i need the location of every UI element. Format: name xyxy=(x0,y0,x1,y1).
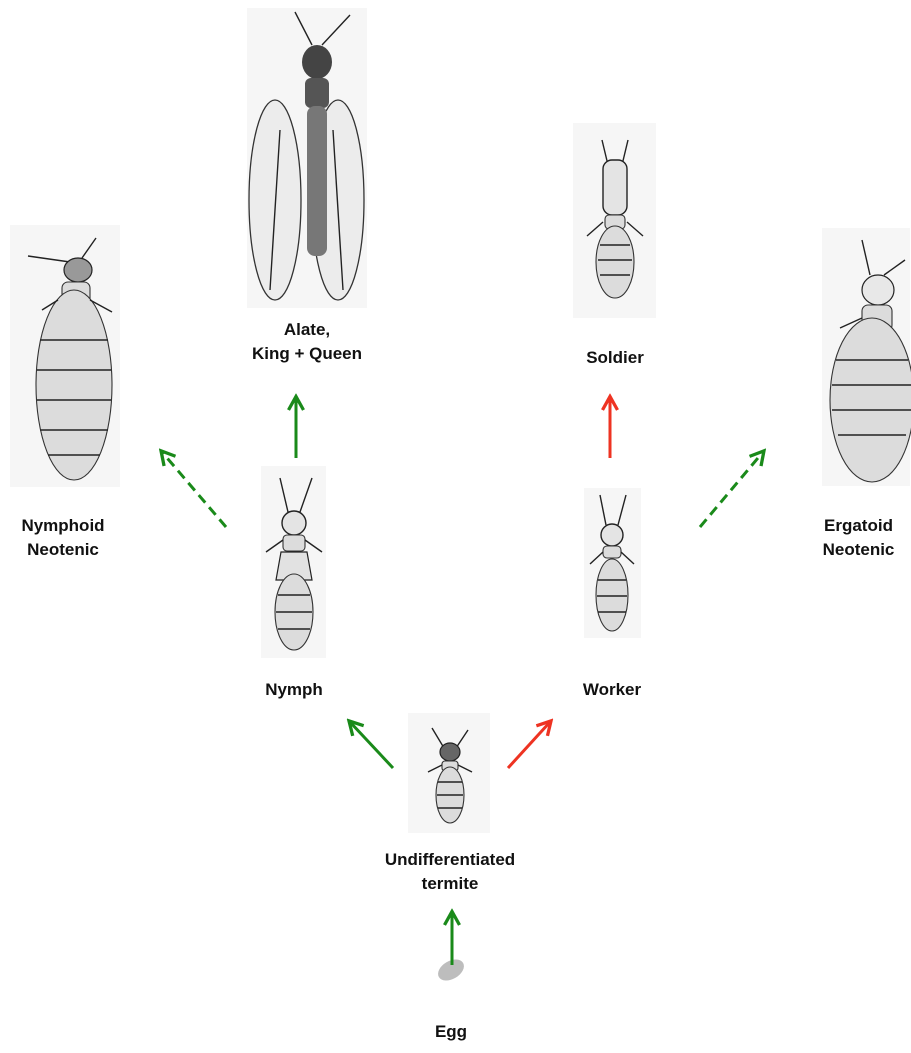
undifferentiated-label-line2: termite xyxy=(360,872,540,896)
undifferentiated-label: Undifferentiated termite xyxy=(360,848,540,896)
nymphoid-label-line2: Neotenic xyxy=(3,538,123,562)
undifferentiated-label-line1: Undifferentiated xyxy=(360,848,540,872)
egg-label-line1: Egg xyxy=(411,1020,491,1044)
soldier-illustration xyxy=(573,123,656,318)
worker-label-line1: Worker xyxy=(562,678,662,702)
arrow-undifferentiated-to-worker xyxy=(508,722,550,768)
nymphoid-illustration xyxy=(10,225,120,487)
alate-label: Alate, King + Queen xyxy=(237,318,377,366)
alate-illustration xyxy=(247,8,367,308)
alate-label-line1: Alate, xyxy=(237,318,377,342)
arrow-undifferentiated-to-nymph xyxy=(350,722,393,768)
nymphoid-label: Nymphoid Neotenic xyxy=(3,514,123,562)
ergatoid-label-line2: Neotenic xyxy=(806,538,911,562)
soldier-label: Soldier xyxy=(555,346,675,370)
soldier-label-line1: Soldier xyxy=(555,346,675,370)
undifferentiated-illustration xyxy=(408,713,490,833)
arrow-nymph-to-nymphoid xyxy=(162,452,226,527)
ergatoid-label: Ergatoid Neotenic xyxy=(806,514,911,562)
nymphoid-label-line1: Nymphoid xyxy=(3,514,123,538)
ergatoid-illustration xyxy=(822,228,911,486)
worker-illustration xyxy=(584,488,641,638)
alate-label-line2: King + Queen xyxy=(237,342,377,366)
egg-label: Egg xyxy=(411,1020,491,1044)
nymph-label: Nymph xyxy=(244,678,344,702)
ergatoid-label-line1: Ergatoid xyxy=(806,514,911,538)
worker-label: Worker xyxy=(562,678,662,702)
nymph-label-line1: Nymph xyxy=(244,678,344,702)
nymph-illustration xyxy=(261,466,326,658)
arrow-worker-to-ergatoid xyxy=(700,452,763,527)
